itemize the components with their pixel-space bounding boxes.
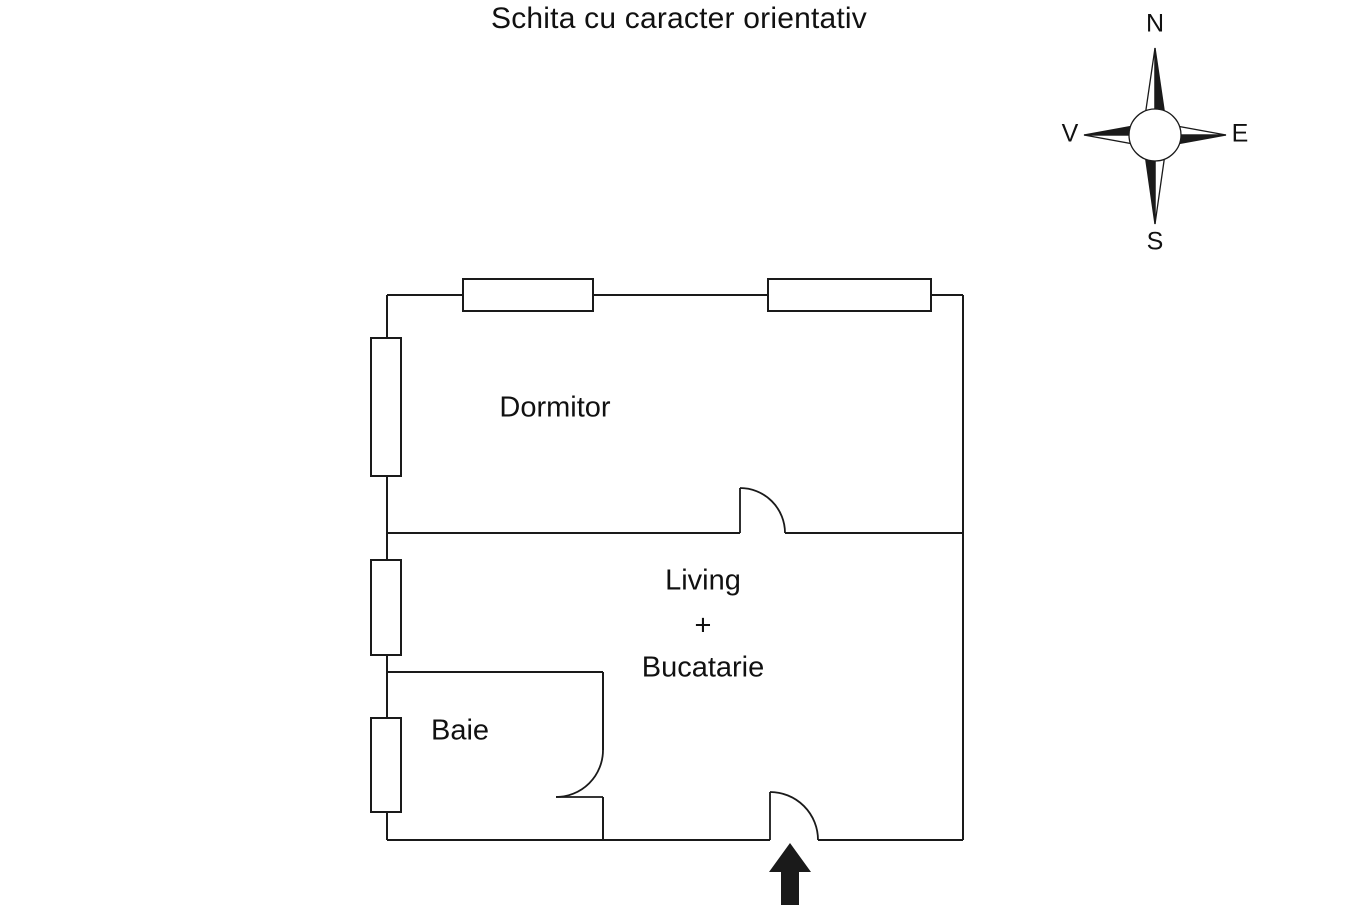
compass-south-label: S xyxy=(1146,227,1164,256)
doors xyxy=(555,487,819,841)
room-label-living: Living xyxy=(665,564,741,597)
compass-rose-icon xyxy=(1083,47,1227,225)
windows xyxy=(370,278,932,813)
interior-walls xyxy=(387,532,963,840)
window-left-dormitor-icon xyxy=(370,337,402,477)
door-baie-arc xyxy=(555,749,604,798)
room-label-dormitor: Dormitor xyxy=(499,391,611,424)
door-dormitor-arc xyxy=(739,487,786,534)
window-top-left-icon xyxy=(462,278,594,312)
compass-east-label: E xyxy=(1231,119,1249,148)
compass-west-label: V xyxy=(1061,119,1079,148)
window-top-right-icon xyxy=(767,278,932,312)
entrance-arrow-icon xyxy=(769,843,811,905)
compass-north-label: N xyxy=(1145,9,1165,38)
room-label-baie: Baie xyxy=(430,714,490,747)
room-label-bucatarie: Bucatarie xyxy=(641,651,765,684)
page-title: Schita cu caracter orientativ xyxy=(491,2,867,35)
room-label-plus: + xyxy=(694,609,712,642)
window-left-living-icon xyxy=(370,559,402,656)
compass-hub xyxy=(1128,108,1182,162)
door-entrance-arc xyxy=(769,791,819,841)
window-left-baie-icon xyxy=(370,717,402,813)
